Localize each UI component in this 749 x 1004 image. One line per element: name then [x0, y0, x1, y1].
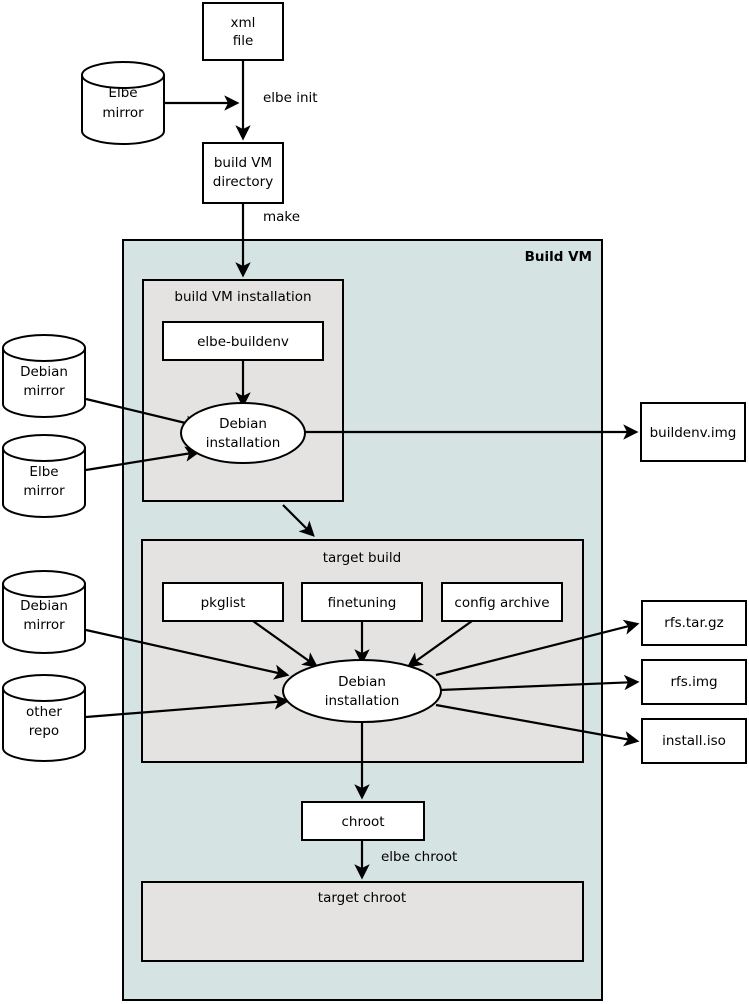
- node-rfs-img[interactable]: rfs.img: [641, 659, 747, 705]
- node-elbe-mirror-top-line1: Elbe: [108, 85, 137, 101]
- node-debian-installation-target[interactable]: Debian installation: [282, 659, 442, 723]
- node-chroot-label: chroot: [341, 814, 384, 830]
- node-other-repo-line2: repo: [29, 723, 59, 739]
- node-build-vm-directory-line2: directory: [213, 174, 273, 190]
- node-other-repo-line1: other: [26, 704, 62, 720]
- edge-target-installation-to-install-iso: [435, 703, 640, 747]
- edge-vm-installation-to-target-build: [282, 504, 315, 537]
- node-build-vm-directory-line1: build VM: [214, 155, 272, 171]
- edge-debian-mirror-to-vm-installation: [85, 397, 201, 431]
- node-xml-file[interactable]: xml file: [202, 2, 284, 61]
- edge-target-installation-to-rfs-img: [439, 674, 640, 692]
- node-debian-mirror-upper-line2: mirror: [23, 383, 65, 399]
- node-rfs-img-label: rfs.img: [670, 674, 717, 690]
- edge-target-installation-to-rfs-targz: [435, 619, 640, 677]
- node-buildenv-img[interactable]: buildenv.img: [640, 402, 746, 462]
- node-elbe-buildenv-label: elbe-buildenv: [197, 334, 289, 350]
- edge-elbe-mirror-to-vm-installation: [85, 446, 201, 472]
- node-other-repo[interactable]: other repo: [2, 674, 86, 762]
- node-xml-file-line2: file: [233, 33, 254, 49]
- node-debian-installation-vm-line1: Debian: [219, 416, 267, 432]
- edge-config-archive-to-target-installation: [406, 620, 473, 668]
- node-rfs-targz-label: rfs.tar.gz: [664, 615, 723, 631]
- node-debian-mirror-target-line1: Debian: [20, 598, 68, 614]
- node-install-iso-label: install.iso: [662, 733, 726, 749]
- node-elbe-mirror-top[interactable]: Elbe mirror: [81, 61, 165, 145]
- container-target-chroot: [141, 881, 584, 962]
- node-chroot[interactable]: chroot: [301, 801, 425, 841]
- node-debian-mirror-upper-line1: Debian: [20, 364, 68, 380]
- node-rfs-targz[interactable]: rfs.tar.gz: [641, 600, 747, 646]
- node-elbe-buildenv[interactable]: elbe-buildenv: [162, 321, 324, 361]
- container-build-vm-installation-label: build VM installation: [174, 289, 311, 305]
- edge-label-make: make: [263, 209, 300, 225]
- node-install-iso[interactable]: install.iso: [641, 718, 747, 764]
- node-elbe-mirror-top-line2: mirror: [102, 105, 144, 121]
- edge-debian-mirror-to-target-installation: [85, 628, 290, 680]
- edge-label-elbe-init: elbe init: [263, 90, 318, 106]
- node-pkglist[interactable]: pkglist: [162, 582, 284, 622]
- container-target-chroot-label: target chroot: [318, 890, 406, 906]
- node-config-archive[interactable]: config archive: [441, 582, 563, 622]
- node-debian-mirror-target[interactable]: Debian mirror: [2, 570, 86, 654]
- node-debian-installation-vm-line2: installation: [206, 435, 281, 451]
- node-finetuning[interactable]: finetuning: [301, 582, 423, 622]
- container-target-build-label: target build: [323, 550, 402, 566]
- node-finetuning-label: finetuning: [328, 595, 397, 611]
- edge-other-repo-to-target-installation: [85, 694, 290, 719]
- node-elbe-mirror-lower[interactable]: Elbe mirror: [2, 434, 86, 518]
- node-elbe-mirror-lower-line1: Elbe: [29, 464, 58, 480]
- node-debian-mirror-upper[interactable]: Debian mirror: [2, 334, 86, 418]
- node-debian-installation-vm[interactable]: Debian installation: [180, 402, 306, 464]
- container-build-vm-label: Build VM: [525, 249, 592, 265]
- node-pkglist-label: pkglist: [201, 595, 246, 611]
- node-debian-mirror-target-line2: mirror: [23, 617, 65, 633]
- node-debian-installation-target-line2: installation: [325, 693, 400, 709]
- node-buildenv-img-label: buildenv.img: [650, 425, 737, 441]
- node-xml-file-line1: xml: [231, 15, 256, 31]
- node-build-vm-directory[interactable]: build VM directory: [202, 142, 284, 204]
- node-debian-installation-target-line1: Debian: [338, 674, 386, 690]
- node-elbe-mirror-lower-line2: mirror: [23, 483, 65, 499]
- edge-label-elbe-chroot: elbe chroot: [381, 849, 457, 865]
- node-config-archive-label: config archive: [454, 595, 549, 611]
- edge-pkglist-to-target-installation: [252, 620, 319, 668]
